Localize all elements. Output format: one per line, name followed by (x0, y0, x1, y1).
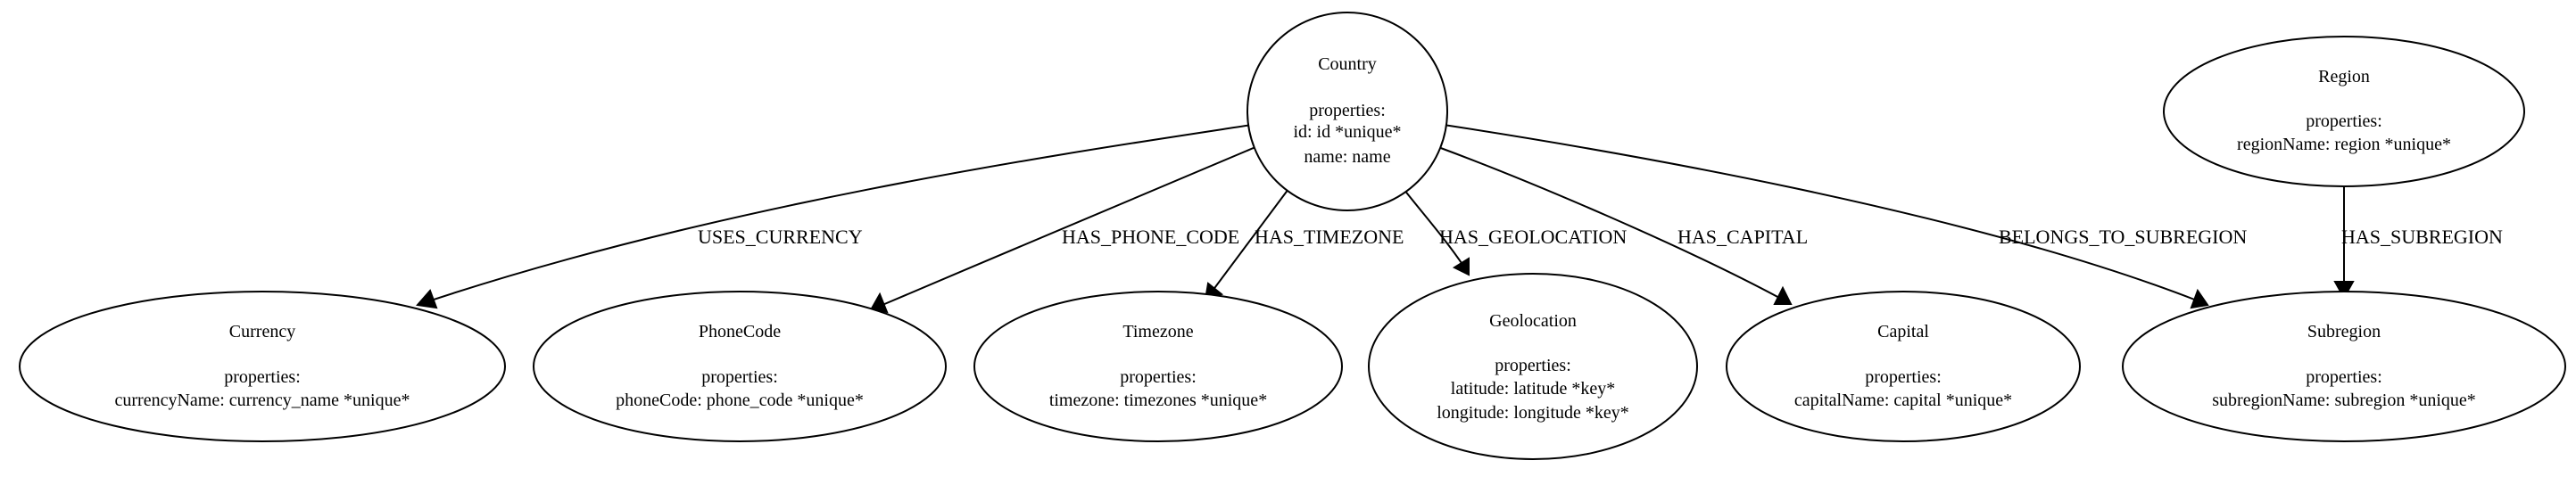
edge-label-has-geolocation: HAS_GEOLOCATION (1439, 226, 1627, 248)
node-title: Timezone (1122, 322, 1193, 341)
node-property: phoneCode: phone_code *unique* (616, 391, 864, 410)
node-properties-label: properties: (1495, 356, 1571, 375)
edge-uses-currency: USES_CURRENCY (416, 124, 1253, 309)
node-subregion[interactable]: Subregion properties: subregionName: sub… (2122, 291, 2566, 442)
edge-has-capital: HAS_CAPITAL (1437, 146, 1808, 305)
edge-label-has-phone-code: HAS_PHONE_CODE (1062, 226, 1239, 248)
node-property: subregionName: subregion *unique* (2212, 391, 2476, 410)
node-properties-label: properties: (1120, 367, 1197, 387)
node-properties-label: properties: (2306, 367, 2382, 387)
node-currency[interactable]: Currency properties: currencyName: curre… (19, 291, 506, 442)
node-property: currencyName: currency_name *unique* (115, 391, 410, 410)
node-property: longitude: longitude *key* (1437, 403, 1629, 423)
node-title: Geolocation (1489, 311, 1577, 331)
edge-label-uses-currency: USES_CURRENCY (698, 226, 863, 248)
node-title: Region (2318, 67, 2370, 86)
node-capital[interactable]: Capital properties: capitalName: capital… (1726, 291, 2081, 442)
edge-label-has-subregion: HAS_SUBREGION (2341, 226, 2503, 248)
node-properties-label: properties: (1865, 367, 1942, 387)
edge-has-phone-code: HAS_PHONE_CODE (870, 146, 1256, 314)
edge-belongs-to-subregion: BELONGS_TO_SUBREGION (1443, 124, 2247, 309)
node-timezone[interactable]: Timezone properties: timezone: timezones… (973, 291, 1343, 442)
edge-has-geolocation: HAS_GEOLOCATION (1400, 185, 1627, 276)
node-region[interactable]: Region properties: regionName: region *u… (2163, 36, 2525, 187)
node-properties-label: properties: (701, 367, 778, 387)
node-properties-label: properties: (2306, 111, 2382, 131)
node-phonecode[interactable]: PhoneCode properties: phoneCode: phone_c… (533, 291, 947, 442)
node-properties-label: properties: (1309, 101, 1386, 120)
edge-label-has-capital: HAS_CAPITAL (1677, 226, 1808, 248)
node-title: Subregion (2307, 322, 2381, 341)
node-title: PhoneCode (699, 322, 781, 341)
node-property: latitude: latitude *key* (1451, 379, 1615, 399)
node-title: Currency (229, 322, 295, 341)
node-property: name: name (1304, 147, 1390, 167)
edge-label-belongs-to-subregion: BELONGS_TO_SUBREGION (1999, 226, 2247, 248)
node-properties-label: properties: (224, 367, 301, 387)
node-property: id: id *unique* (1293, 122, 1401, 142)
node-geolocation[interactable]: Geolocation properties: latitude: latitu… (1368, 273, 1698, 460)
node-title: Capital (1877, 322, 1929, 341)
edge-has-subregion: HAS_SUBREGION (2333, 185, 2503, 300)
node-country[interactable]: Country properties: id: id *unique* name… (1247, 12, 1448, 211)
node-property: capitalName: capital *unique* (1794, 391, 2012, 410)
node-property: timezone: timezones *unique* (1049, 391, 1267, 410)
edge-label-has-timezone: HAS_TIMEZONE (1255, 226, 1404, 248)
node-property: regionName: region *unique* (2237, 135, 2451, 154)
node-title: Country (1318, 54, 1377, 74)
